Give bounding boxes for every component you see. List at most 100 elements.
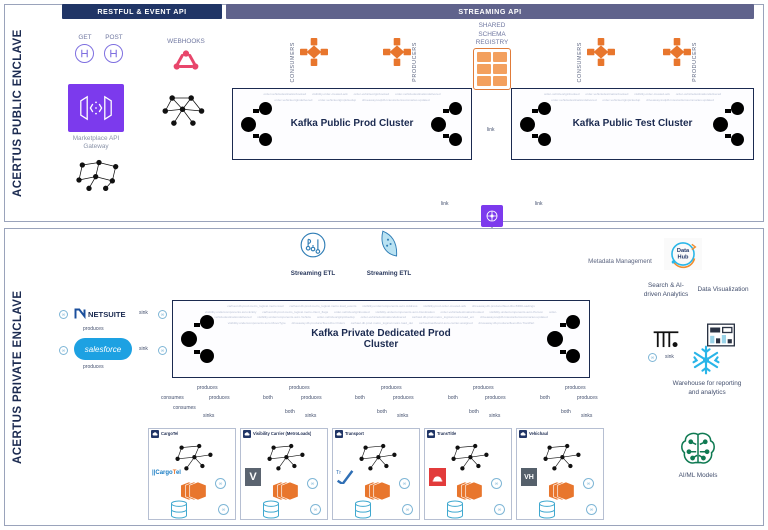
- metroloads-app-icon: V: [245, 468, 261, 486]
- warehouse-label: Warehouse for reporting and analytics: [672, 380, 742, 396]
- producers-icon: [383, 38, 411, 71]
- both-label: both: [539, 395, 551, 401]
- produces-label: produces: [564, 385, 587, 391]
- consumers-icon: [300, 38, 328, 71]
- app-card-cargotel[interactable]: CargoTel ||CargoTel: [148, 428, 236, 520]
- link-label-registry: link: [486, 127, 496, 133]
- storage-stack-icon: [547, 480, 575, 507]
- sink-label-netsuite: sink: [138, 310, 149, 316]
- kafka-logo-icon: [711, 102, 747, 146]
- app-card-visibility-carrier[interactable]: Visibility Carrier (MetroLoads) V: [240, 428, 328, 520]
- kafka-private-dedicated-prod-cluster[interactable]: carhaul.db.prod.metro_logical.metro.load…: [172, 300, 590, 378]
- brain-icon[interactable]: [678, 430, 718, 473]
- produces-label: produces: [208, 395, 231, 401]
- connector-icon: ∞: [310, 504, 321, 515]
- storage-stack-icon: [455, 480, 483, 507]
- link-label-right: link: [534, 201, 544, 207]
- connector-mesh-icon: [74, 158, 124, 197]
- produces-label: produces: [288, 385, 311, 391]
- kafka-public-test-cluster[interactable]: order-vehicleoriginbooked order-vehicled…: [511, 88, 754, 160]
- database-icon: [353, 500, 373, 524]
- schema-registry-icon: [473, 48, 511, 90]
- app-card-title: TransTitle: [437, 431, 457, 436]
- cluster-title: Kafka Public Prod Cluster: [290, 118, 414, 130]
- cloud-icon: [427, 429, 435, 438]
- producers-label-test: PRODUCERS: [692, 42, 698, 82]
- app-card-header: Transport: [333, 429, 419, 438]
- app-card-header: TransTitle: [425, 429, 511, 438]
- connector-mesh-icon: [160, 92, 212, 135]
- ksqldb-icon: [300, 232, 326, 263]
- kafka-logo-icon: [518, 102, 554, 146]
- produces-label: produces: [472, 385, 495, 391]
- connector-icon: ∞: [59, 346, 68, 355]
- data-visualization-label: Data Visualization: [697, 286, 749, 293]
- kafka-logo-icon: [179, 315, 217, 363]
- storage-stack-icon: [179, 480, 207, 507]
- kafka-logo-icon: [545, 315, 583, 363]
- cluster-title: Kafka Private Dedicated Prod Cluster: [311, 327, 451, 351]
- kafka-logo-icon: [239, 102, 275, 146]
- app-card-title: Transport: [345, 431, 364, 436]
- cloud-icon: [519, 429, 527, 438]
- connector-icon: ∞: [399, 478, 410, 489]
- connector-icon: ∞: [583, 478, 594, 489]
- produces-label: produces: [576, 395, 599, 401]
- private-enclave-label: ACERTUS PRIVATE ENCLAVE: [12, 290, 24, 464]
- salesforce-icon: salesforce: [74, 338, 132, 360]
- sink-label-salesforce: sink: [138, 346, 149, 352]
- marketplace-api-gateway-label: Marketplace API Gateway: [72, 135, 120, 150]
- post-label: POST: [105, 34, 123, 41]
- produces-label: produces: [196, 385, 219, 391]
- connector-mesh-icon: [541, 442, 587, 479]
- produces-label: produces: [380, 385, 403, 391]
- app-card-transtitle[interactable]: TransTitle: [424, 428, 512, 520]
- connector-mesh-icon: [173, 442, 219, 479]
- database-icon: [445, 500, 465, 524]
- produces-label-salesforce: produces: [82, 364, 105, 370]
- sinks-label: sinks: [488, 413, 502, 419]
- marketplace-api-gateway[interactable]: [68, 84, 124, 132]
- kafka-public-prod-cluster[interactable]: order.vehicledestinationbooked visibilit…: [232, 88, 472, 160]
- both-label: both: [447, 395, 459, 401]
- connector-mesh-icon: [265, 442, 311, 479]
- sinks-label: sinks: [304, 413, 318, 419]
- kafka-logo-icon: [429, 102, 465, 146]
- connector-icon: ∞: [158, 310, 167, 319]
- cargotel-app-icon: ||CargoTel: [152, 470, 181, 476]
- produces-label: produces: [484, 395, 507, 401]
- connector-icon: ∞: [215, 478, 226, 489]
- streaming-etl-label-1: Streaming ETL: [290, 270, 336, 277]
- salesforce-label: salesforce: [84, 344, 122, 354]
- svg-text:Hub: Hub: [678, 254, 689, 260]
- data-visualization-icon[interactable]: [706, 322, 736, 353]
- data-hub-icon[interactable]: Data Hub: [664, 238, 702, 270]
- connector-mesh-icon: [357, 442, 403, 479]
- cloud-icon: [243, 429, 251, 438]
- streaming-etl-label-2: Streaming ETL: [366, 270, 412, 277]
- flink-icon: [376, 230, 400, 263]
- app-card-vehichaul[interactable]: Vehichaul VH: [516, 428, 604, 520]
- both-label: both: [354, 395, 366, 401]
- produces-label: produces: [300, 395, 323, 401]
- consumers-label-prod: CONSUMERS: [290, 42, 296, 83]
- svg-text:Tr: Tr: [336, 470, 341, 476]
- sinks-label: sinks: [580, 413, 594, 419]
- sinks-label: sinks: [202, 413, 216, 419]
- webhook-icon: [172, 48, 200, 77]
- snowflake-icon[interactable]: [690, 344, 722, 381]
- both-label: both: [262, 395, 274, 401]
- consumes-label: consumes: [160, 395, 185, 401]
- app-card-transport[interactable]: Transport Tr: [332, 428, 420, 520]
- netsuite-label: NETSUITE: [88, 309, 126, 319]
- aws-transit-gateway-icon[interactable]: [481, 205, 503, 227]
- producers-icon: [663, 38, 691, 71]
- public-enclave-label: ACERTUS PUBLIC ENCLAVE: [12, 29, 24, 197]
- connector-icon: ∞: [586, 504, 597, 515]
- app-card-title: CargoTel: [161, 431, 179, 436]
- search-analytics-icon[interactable]: [652, 326, 680, 355]
- aiml-models-label: AI/ML Models: [678, 472, 718, 479]
- search-analytics-label: Search & AI-driven Analytics: [643, 282, 689, 298]
- webhooks-label: WEBHOOKS: [167, 38, 205, 45]
